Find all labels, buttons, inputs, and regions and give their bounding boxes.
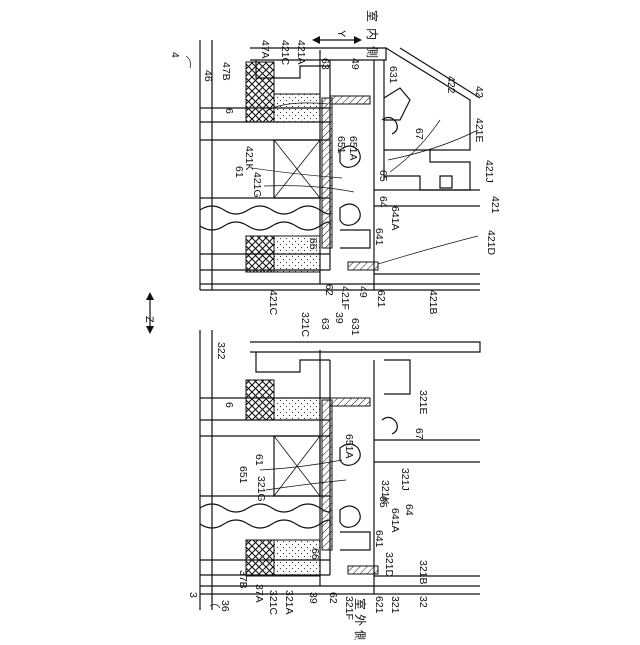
callout-label: 37A [253,584,265,603]
callout-label: 49 [349,58,361,70]
indoor-char-3: 側 [365,46,379,58]
callout-label: 32 [417,596,429,608]
callout-label: 641A [389,206,401,231]
callout-label: 66 [307,238,319,250]
callout-label: 322 [215,342,227,360]
callout-label: 42 [473,86,485,98]
callout-label: 321G [255,476,267,502]
callout-label: 62 [323,284,335,296]
y-axis-marker: Y [312,30,362,44]
callout-label: 321E [417,390,429,415]
callout-label: 421F [339,286,351,310]
callout-label: 421B [427,290,439,315]
callout-label: 61 [233,166,245,178]
indoor-char-1: 室 [365,10,380,22]
callout-label: 321A [283,590,295,615]
callout-label: 65 [377,496,389,508]
callout-label: 321C [299,312,311,338]
callout-label: 651A [343,434,355,459]
callout-label: 64 [377,196,389,208]
callout-label: 46 [202,70,214,82]
callout-label: 6 [223,402,235,408]
callout-label: 49 [357,286,369,298]
callout-label: 67 [413,428,425,440]
callout-label: 631 [349,318,361,336]
callout-label: 4 [169,52,181,58]
callout-label: 621 [373,596,385,614]
callout-label: 67 [413,128,425,140]
callout-label: 421J [483,160,495,183]
callout-label: 321B [417,560,429,585]
callout-label: 651 [335,136,347,154]
callout-label: 63 [319,318,331,330]
callout-label: 66 [309,548,321,560]
callout-label: 421D [485,230,497,256]
callout-label: 641 [373,530,385,548]
callout-label: 62 [327,592,339,604]
callout-label: 47A [259,40,271,59]
callout-label: 61 [253,454,265,466]
callout-label: 37B [237,570,249,589]
callout-label: 321J [399,468,411,491]
callout-label: 36 [219,600,231,612]
outdoor-char-3: 側 [353,630,367,640]
y-axis-label: Y [335,30,347,38]
callout-label: 39 [333,312,345,324]
upper-assembly [200,40,480,290]
callout-label: 321D [383,552,395,578]
callout-label: 421G [251,172,263,198]
indoor-side-label: 室 内 側 [365,10,380,58]
callout-label: 421C [279,40,291,66]
callout-label: 421E [473,118,485,143]
callout-label: 47B [220,62,232,81]
callout-label: 421 [489,196,501,214]
callout-label: 321 [389,596,401,614]
z-axis-marker: Z [143,292,155,334]
callout-label: 63 [319,58,331,70]
callout-label: 6 [223,108,235,114]
callout-label: 321C [267,590,279,616]
callout-label: 321F [343,596,355,620]
callout-label: 39 [307,592,319,604]
callout-label: 651A [347,136,359,161]
callout-label: 641 [373,228,385,246]
callout-label: 641A [389,508,401,533]
callout-label: 421A [295,40,307,65]
callout-label: 65 [377,170,389,182]
callout-label: 631 [387,66,399,84]
callout-label: 651 [237,466,249,484]
z-axis-label: Z [143,316,155,323]
callout-label: 3 [187,592,199,598]
indoor-char-2: 内 [365,28,379,40]
callout-label: 422 [445,76,457,94]
callout-label: 621 [375,290,387,308]
callout-label: 421C [267,290,279,316]
callout-label: 64 [403,504,415,516]
